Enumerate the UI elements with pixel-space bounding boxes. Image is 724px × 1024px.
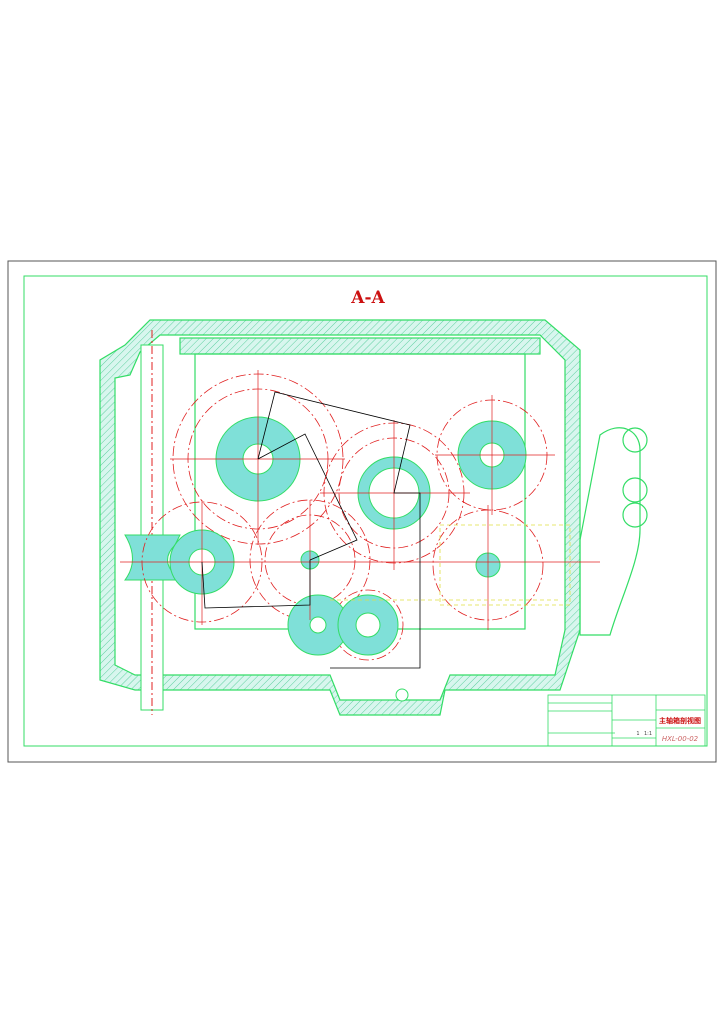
title-block <box>547 694 706 747</box>
vertical-shaft <box>124 330 182 715</box>
quantity-value: 1 <box>636 731 639 737</box>
section-label: A-A <box>350 288 385 308</box>
hidden-lines <box>330 524 571 606</box>
scale-value: 1:1 <box>644 731 652 737</box>
gearbox-housing <box>99 319 648 716</box>
drawing-number: HXL-00-02 <box>662 735 699 743</box>
drawing-frame <box>23 275 708 747</box>
drawing-title: 主轴箱剖视图 <box>659 716 701 725</box>
center-distance-lines <box>201 391 421 669</box>
